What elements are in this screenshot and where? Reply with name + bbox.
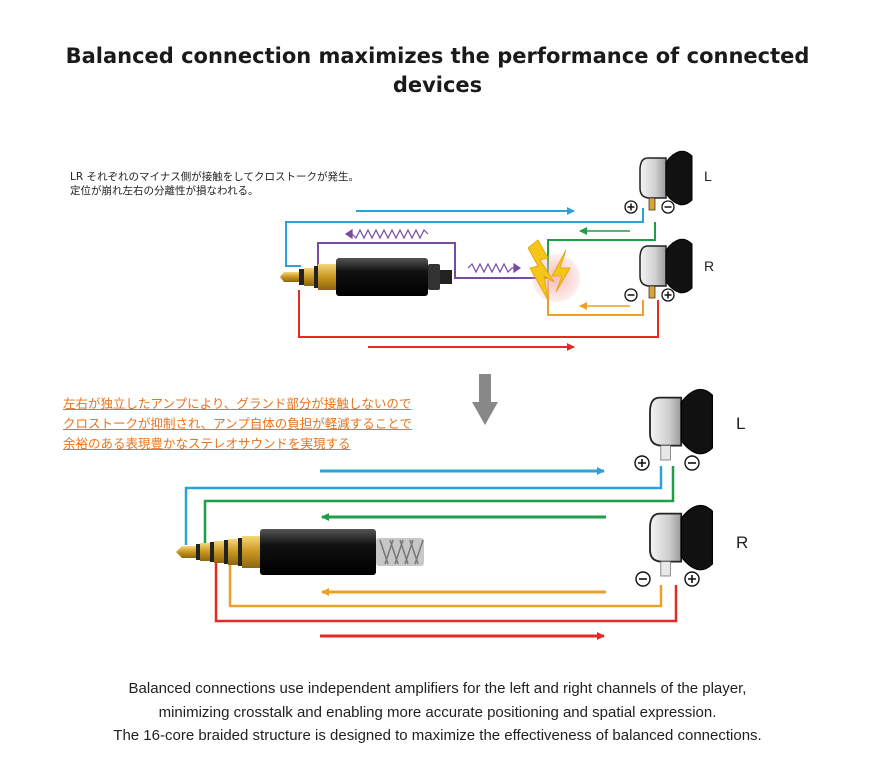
description-line: minimizing crosstalk and enabling more a… bbox=[158, 703, 717, 721]
wire-blue bbox=[285, 208, 644, 267]
lightning-icon bbox=[527, 239, 555, 301]
description-line: Balanced connections use independent amp… bbox=[128, 680, 747, 697]
description: Balanced connections use independent amp… bbox=[40, 677, 835, 748]
audio-plug-icon bbox=[176, 529, 424, 575]
minus-icon bbox=[684, 455, 700, 471]
balanced-note-line-1: 左右が独立したアンプにより、グランド部分が接触しないので bbox=[63, 396, 412, 411]
wire-red bbox=[214, 562, 678, 623]
audio-plug-icon bbox=[280, 258, 452, 296]
channel-label-left: L bbox=[704, 168, 712, 184]
earphone-icon bbox=[649, 504, 714, 577]
earphone-icon bbox=[649, 388, 714, 461]
minus-icon bbox=[635, 571, 651, 587]
wire-purple bbox=[317, 242, 548, 279]
balanced-note-line-3: 余裕のある表現豊かなステレオサウンドを実現する bbox=[63, 436, 351, 451]
earphone-icon bbox=[639, 238, 693, 299]
wire-red bbox=[298, 290, 659, 338]
channel-label-left: L bbox=[736, 414, 746, 433]
description-line: The 16-core braided structure is designe… bbox=[113, 727, 762, 744]
unbalanced-diagram bbox=[280, 150, 693, 351]
balanced-diagram bbox=[176, 388, 714, 640]
page-title: Balanced connection maximizes the perfor… bbox=[65, 44, 810, 98]
down-arrow-icon bbox=[472, 374, 498, 425]
channel-label-right: R bbox=[736, 533, 749, 552]
minus-icon bbox=[624, 288, 638, 302]
channel-label-right: R bbox=[704, 258, 715, 274]
minus-icon bbox=[661, 200, 675, 214]
balanced-note-line-2: クロストークが抑制され、アンプ自体の負担が軽減することで bbox=[63, 416, 412, 431]
crosstalk-note-line-1: LR それぞれのマイナス側が接触をしてクロストークが発生。 bbox=[70, 171, 359, 183]
earphone-icon bbox=[639, 150, 693, 211]
crosstalk-arrow-upper bbox=[344, 228, 429, 240]
lightning-icon bbox=[551, 249, 571, 293]
plus-icon bbox=[624, 200, 638, 214]
wire-green bbox=[203, 466, 675, 545]
wire-blue bbox=[184, 466, 663, 545]
crosstalk-note-line-2: 定位が崩れ左右の分離性が損なわれる。 bbox=[70, 185, 259, 197]
plus-icon bbox=[661, 288, 675, 302]
plus-icon bbox=[634, 455, 650, 471]
wire-orange bbox=[228, 562, 663, 608]
plus-icon bbox=[684, 571, 700, 587]
crosstalk-arrow-lower bbox=[467, 262, 522, 274]
